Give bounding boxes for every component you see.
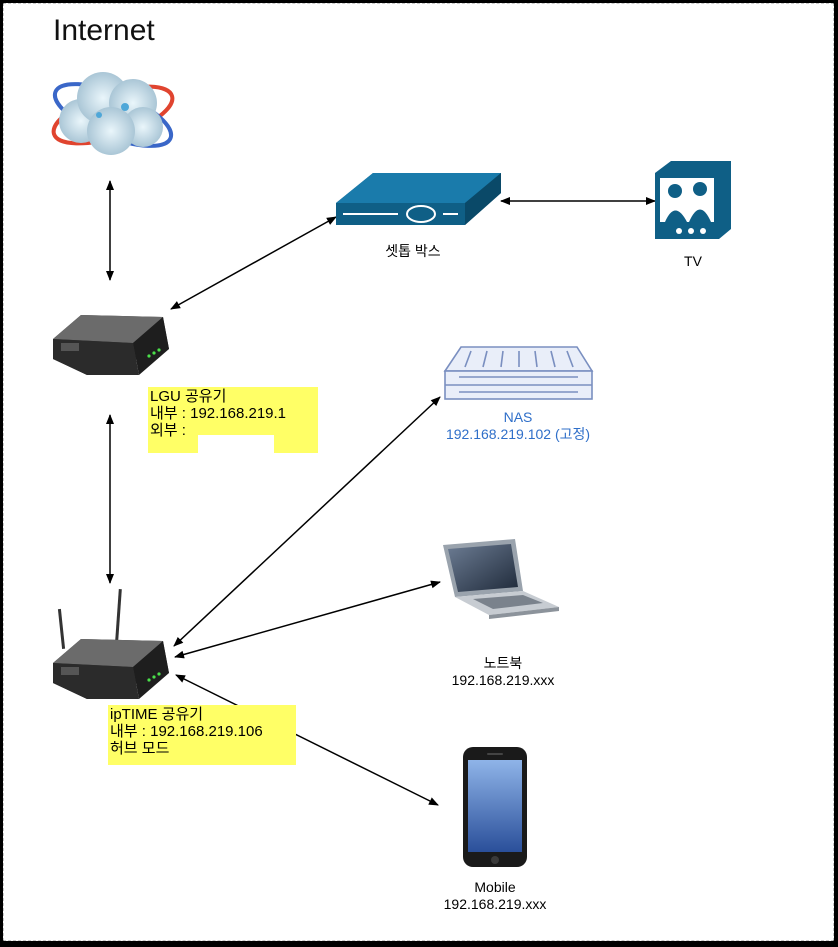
lgu-router-icon: [53, 315, 169, 375]
iptime-router-mode: 허브 모드: [110, 740, 170, 757]
laptop-icon: [443, 539, 559, 619]
internet-cloud-icon: [51, 72, 175, 155]
mobile-ip: 192.168.219.xxx: [443, 896, 547, 912]
mobile-phone-icon: [463, 747, 527, 867]
diagram-svg: [51, 72, 731, 867]
lgu-router-external-ip: 외부 :: [150, 422, 186, 439]
nas-name: NAS: [503, 409, 533, 425]
link-lgu-settop: [170, 216, 337, 310]
laptop-name: 노트북: [483, 655, 523, 671]
settop-box-label: 셋톱 박스: [385, 243, 441, 259]
mobile-name: Mobile: [474, 879, 516, 895]
lgu-router-name: LGU 공유기: [150, 388, 227, 405]
laptop-ip: 192.168.219.xxx: [451, 672, 555, 688]
tv-icon: [655, 161, 731, 239]
settop-box-icon: [336, 173, 501, 225]
lgu-router-internal-ip: 내부 : 192.168.219.1: [150, 405, 287, 422]
nas-icon: [443, 346, 594, 400]
laptop-label: 노트북 192.168.219.xxx: [428, 655, 578, 689]
connectors: [106, 180, 656, 806]
mobile-label: Mobile 192.168.219.xxx: [420, 879, 570, 913]
link-iptime-mobile: [175, 674, 439, 806]
nas-ip: 192.168.219.102 (고정): [445, 426, 591, 442]
lgu-external-mask: [198, 435, 274, 453]
link-iptime-laptop: [174, 580, 441, 659]
diagram-canvas: Internet 셋톱 박스 TV LGU 공유기 내부 : 192.168.2…: [3, 3, 834, 941]
iptime-router-icon: [53, 588, 169, 699]
tv-label: TV: [684, 253, 702, 269]
iptime-router-name: ipTIME 공유기: [110, 706, 204, 723]
iptime-router-internal-ip: 내부 : 192.168.219.106: [110, 723, 263, 740]
iptime-router-label: ipTIME 공유기 내부 : 192.168.219.106 허브 모드: [108, 705, 296, 765]
page-title: Internet: [53, 14, 155, 47]
nas-label: NAS 192.168.219.102 (고정): [408, 409, 628, 443]
